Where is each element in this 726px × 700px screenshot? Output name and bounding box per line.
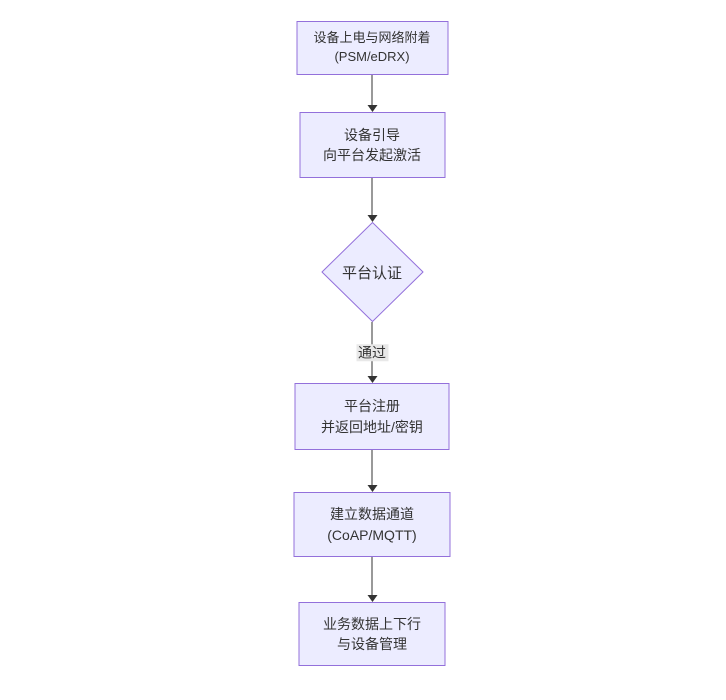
node-label-line1: 设备引导 bbox=[344, 126, 400, 143]
edge-power-attach-bootstrap bbox=[352, 75, 392, 112]
node-bootstrap: 设备引导 向平台发起激活 bbox=[299, 112, 445, 178]
node-label-line1: 建立数据通道 bbox=[330, 506, 414, 523]
flow-column: 设备上电与网络附着 (PSM/eDRX) 设备引导 向平台发起激活 平台认证 bbox=[293, 0, 451, 666]
node-label-line1: 设备上电与网络附着 bbox=[313, 30, 431, 46]
edge-platform-register-data-channel bbox=[352, 450, 392, 492]
edge-line bbox=[371, 75, 373, 105]
node-label-line1: 平台认证 bbox=[341, 264, 402, 282]
arrow-down-icon bbox=[367, 376, 377, 383]
node-label-line1: 平台注册 bbox=[344, 398, 400, 415]
node-label-line2: 并返回地址/密钥 bbox=[321, 418, 423, 435]
arrow-down-icon bbox=[367, 215, 377, 222]
edge-line bbox=[371, 557, 373, 595]
arrow-down-icon bbox=[367, 105, 377, 112]
node-platform-auth: 平台认证 bbox=[320, 221, 424, 323]
node-business-data: 业务数据上下行 与设备管理 bbox=[298, 602, 446, 666]
node-power-attach: 设备上电与网络附着 (PSM/eDRX) bbox=[296, 21, 448, 75]
edge-line bbox=[371, 450, 373, 485]
edge-line bbox=[371, 178, 373, 215]
edge-data-channel-business-data bbox=[352, 557, 392, 602]
node-data-channel: 建立数据通道 (CoAP/MQTT) bbox=[293, 492, 451, 557]
edge-label-pass: 通过 bbox=[356, 343, 388, 362]
diamond-shape bbox=[320, 221, 424, 323]
node-label-line2: (PSM/eDRX) bbox=[334, 49, 410, 64]
arrow-down-icon bbox=[367, 485, 377, 492]
node-label-line2: 与设备管理 bbox=[337, 636, 407, 652]
arrow-down-icon bbox=[367, 595, 377, 602]
edge-bootstrap-platform-auth bbox=[352, 178, 392, 222]
node-platform-register: 平台注册 并返回地址/密钥 bbox=[294, 383, 450, 450]
node-label-line1: 业务数据上下行 bbox=[323, 615, 421, 632]
node-label-line2: (CoAP/MQTT) bbox=[327, 526, 417, 543]
edge-platform-auth-platform-register: 通过 bbox=[352, 322, 392, 383]
node-label-line2: 向平台发起激活 bbox=[323, 147, 421, 163]
